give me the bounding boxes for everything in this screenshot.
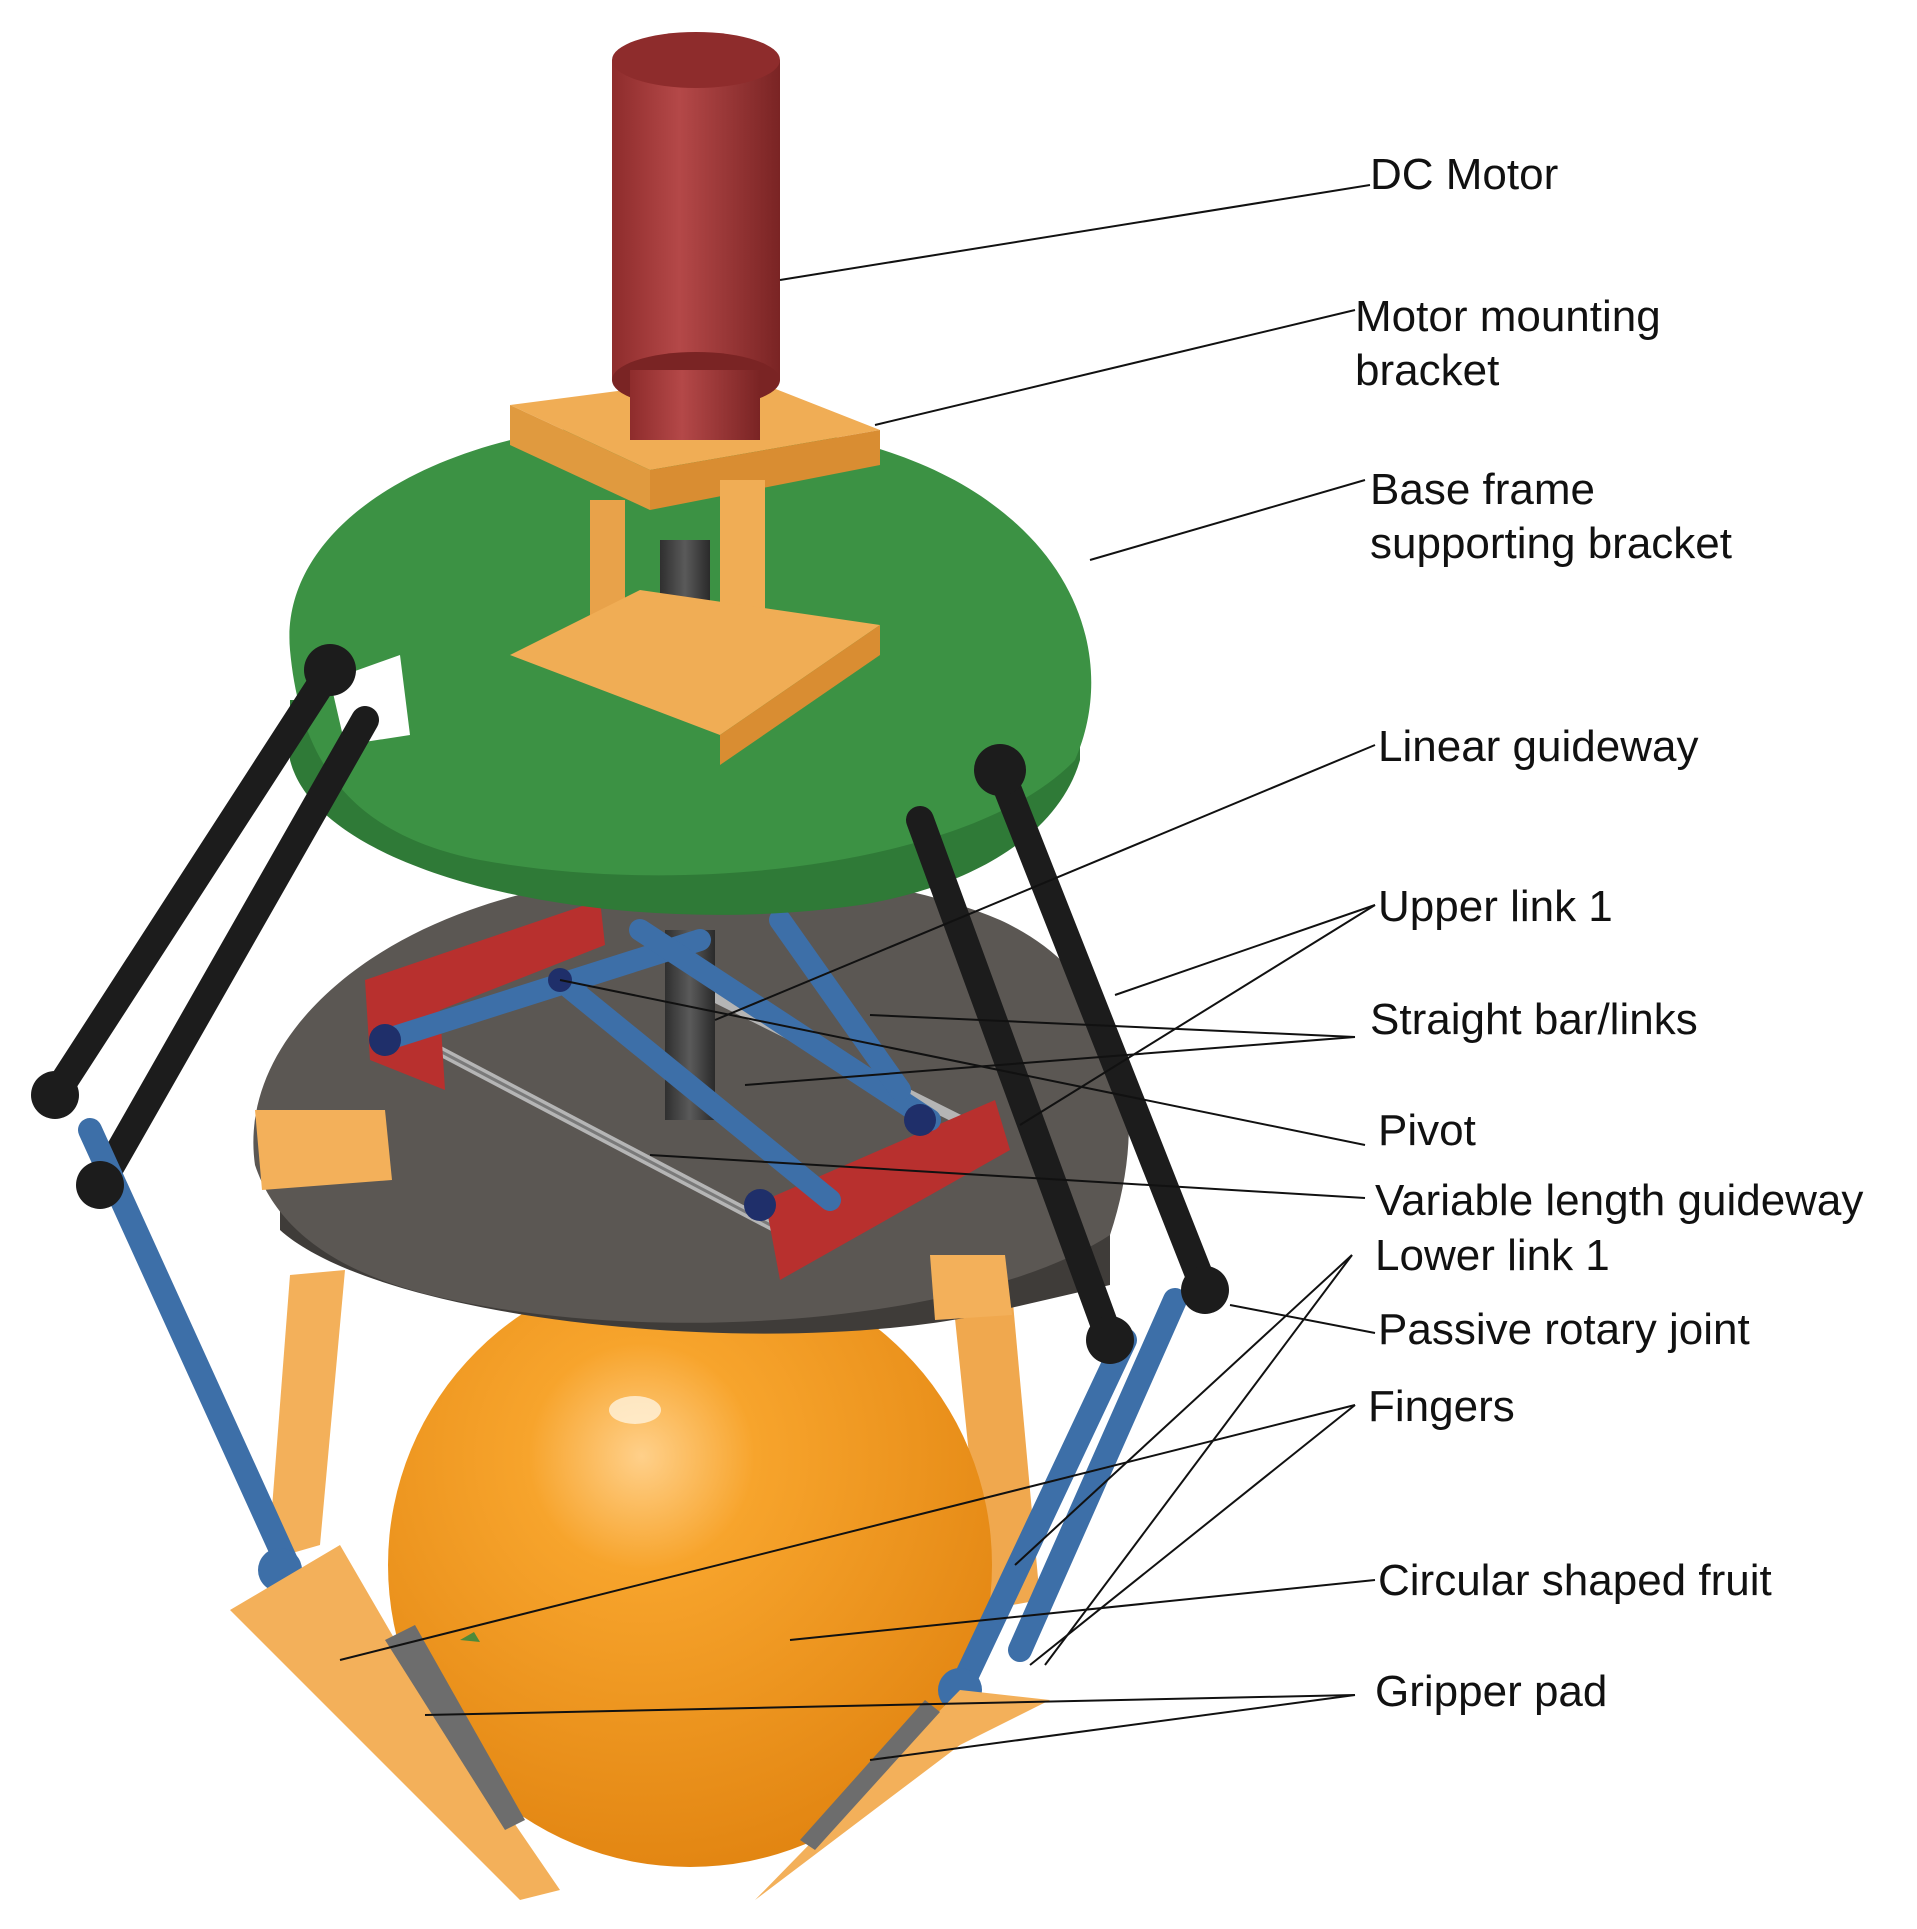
fruit bbox=[388, 1263, 992, 1867]
fingers-back bbox=[268, 1270, 1040, 1610]
label-dc-motor: DC Motor bbox=[1370, 150, 1559, 199]
slider-lower bbox=[765, 1100, 1010, 1280]
label-pivot: Pivot bbox=[1378, 1106, 1476, 1155]
leader-lines bbox=[339, 184, 1376, 1761]
leader-motor-bracket bbox=[874, 309, 1356, 426]
leader-straight-bar-b bbox=[744, 1036, 1356, 1086]
leader-variable-guideway bbox=[649, 1154, 1366, 1199]
leader-base-frame bbox=[1089, 479, 1366, 561]
leader-dc-motor bbox=[779, 184, 1371, 281]
label-motor-bracket-line1: Motor mounting bbox=[1355, 292, 1661, 341]
leader-fruit bbox=[789, 1579, 1376, 1641]
finger-front-left bbox=[230, 1545, 560, 1900]
label-passive-joint: Passive rotary joint bbox=[1378, 1305, 1750, 1354]
label-gripper-pad: Gripper pad bbox=[1375, 1667, 1608, 1716]
label-straight-bar: Straight bar/links bbox=[1370, 995, 1698, 1044]
leader-linear-guideway bbox=[714, 744, 1376, 1021]
label-fruit: Circular shaped fruit bbox=[1378, 1556, 1772, 1605]
sliders bbox=[365, 900, 1010, 1280]
leader-lower-link-b bbox=[1044, 1254, 1353, 1666]
leader-passive-joint bbox=[1229, 1304, 1376, 1334]
leader-fingers-b bbox=[1029, 1404, 1356, 1666]
label-variable-guideway: Variable length guideway bbox=[1375, 1176, 1864, 1225]
outer-blue-links bbox=[78, 1118, 1187, 1702]
gripper-pad-left bbox=[385, 1625, 525, 1830]
leader-upper-link-b bbox=[1019, 904, 1376, 1126]
label-fingers: Fingers bbox=[1368, 1382, 1515, 1431]
label-lower-link: Lower link 1 bbox=[1375, 1231, 1610, 1280]
fingers-front bbox=[230, 1545, 1050, 1900]
label-linear-guideway: Linear guideway bbox=[1378, 722, 1699, 771]
pivots bbox=[369, 968, 936, 1221]
finger-right-back bbox=[950, 1270, 1040, 1610]
joints bbox=[31, 644, 1229, 1712]
fruit-sphere bbox=[388, 1263, 992, 1867]
label-base-frame-line1: Base frame bbox=[1370, 465, 1595, 514]
leader-gripper-pad-a bbox=[424, 1694, 1356, 1716]
label-upper-link: Upper link 1 bbox=[1378, 882, 1613, 931]
gripper-pad-right bbox=[800, 1700, 940, 1850]
leader-lower-link-a bbox=[1014, 1254, 1353, 1566]
label-motor-bracket-line2: bracket bbox=[1355, 346, 1500, 395]
leader-straight-bar-a bbox=[869, 1014, 1356, 1038]
leader-pivot bbox=[559, 979, 1366, 1146]
leader-upper-link-a bbox=[1114, 904, 1376, 996]
finger-left bbox=[268, 1270, 345, 1560]
label-base-frame-line2: supporting bracket bbox=[1370, 519, 1732, 568]
leader-fingers-a bbox=[339, 1404, 1356, 1661]
dc-motor bbox=[612, 32, 780, 440]
finger-front-right bbox=[755, 1690, 1050, 1900]
slider-upper bbox=[365, 900, 605, 1090]
black-links bbox=[41, 656, 1219, 1354]
leader-gripper-pad-b bbox=[869, 1694, 1356, 1761]
